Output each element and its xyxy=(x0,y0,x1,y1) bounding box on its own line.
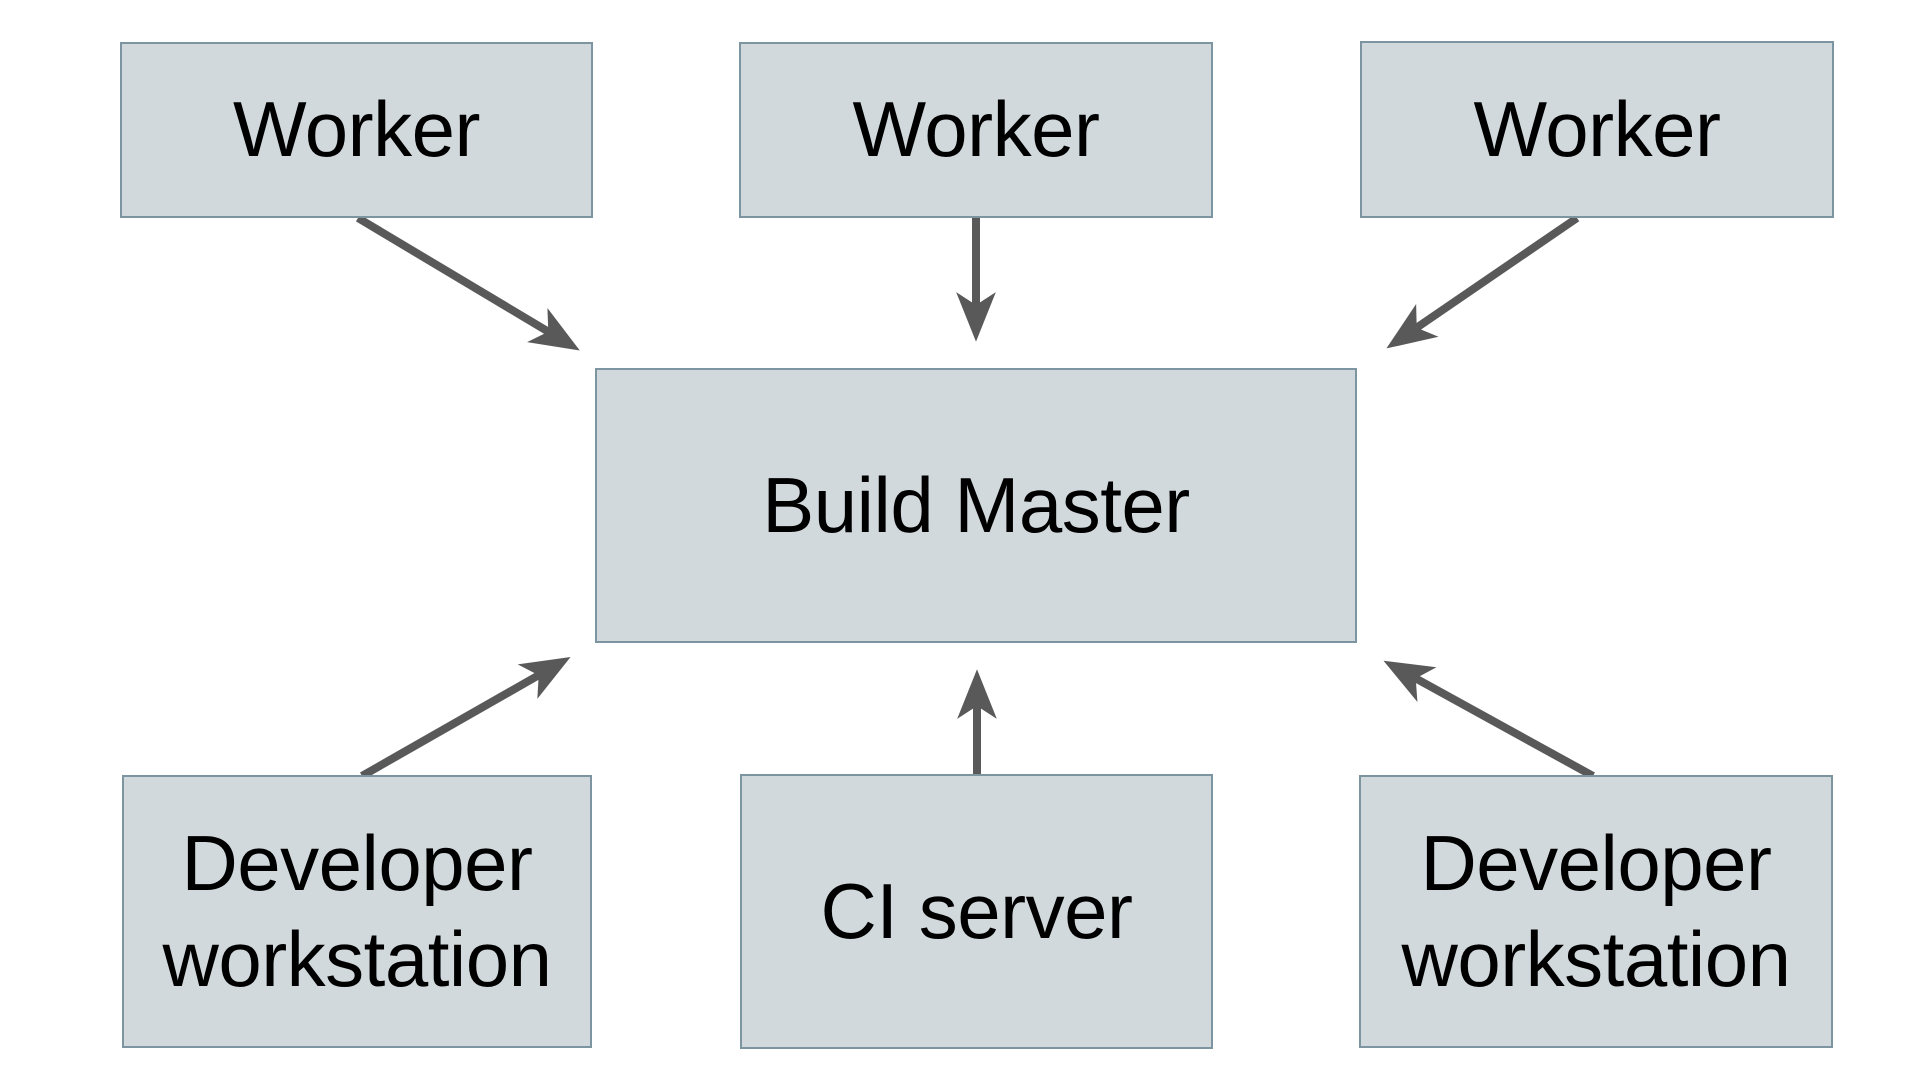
node-developer-workstation-left-label: Developer workstation xyxy=(162,819,553,1003)
node-worker-3-label: Worker xyxy=(1473,84,1721,173)
node-worker-1-label: Worker xyxy=(233,85,480,174)
node-worker-1: Worker xyxy=(120,42,593,218)
node-developer-workstation-left: Developer workstation xyxy=(122,775,592,1048)
arrow-developer-workstation-right-to-build-master xyxy=(1383,660,1595,780)
node-developer-workstation-right-label: Developer workstation xyxy=(1401,819,1792,1003)
node-ci-server-label: CI server xyxy=(820,866,1133,955)
arrow-worker-1-to-build-master xyxy=(355,214,580,351)
arrow-worker-3-to-build-master xyxy=(1386,214,1580,349)
node-worker-3: Worker xyxy=(1360,41,1834,218)
arrow-developer-workstation-left-to-build-master xyxy=(360,657,571,780)
node-build-master-label: Build Master xyxy=(762,460,1190,549)
node-worker-2-label: Worker xyxy=(852,85,1100,174)
node-developer-workstation-right: Developer workstation xyxy=(1359,775,1833,1048)
node-ci-server: CI server xyxy=(740,774,1213,1049)
node-worker-2: Worker xyxy=(739,42,1213,218)
node-build-master: Build Master xyxy=(595,368,1357,643)
